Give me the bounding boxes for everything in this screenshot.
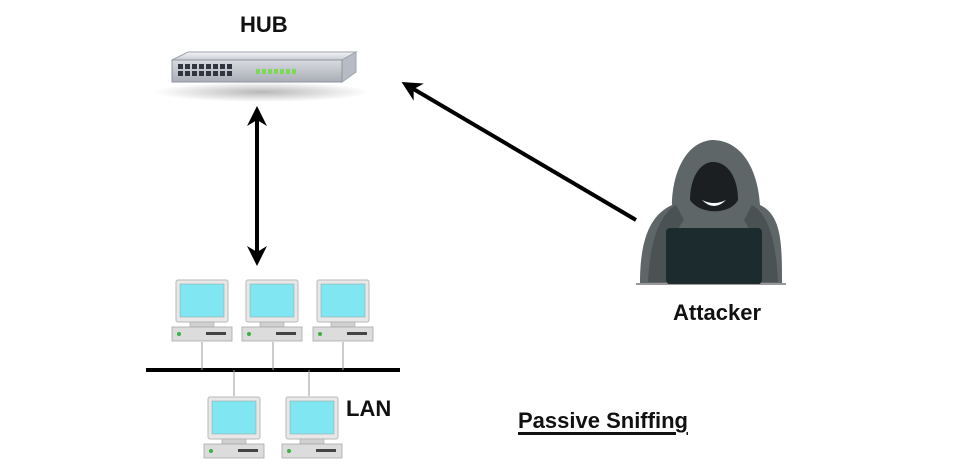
lan-label: LAN — [346, 396, 392, 421]
computer-icon — [171, 279, 233, 342]
computer-icon — [203, 396, 265, 459]
hub-label: HUB — [240, 12, 288, 37]
attacker-label: Attacker — [673, 300, 762, 325]
hacker-icon — [636, 140, 786, 285]
diagram-caption: Passive Sniffing — [518, 408, 688, 433]
lan-bus — [146, 342, 400, 396]
computer-icon — [281, 396, 343, 459]
hub-icon — [154, 51, 370, 102]
computer-icon — [312, 279, 374, 342]
attacker-hub-arrow — [401, 81, 638, 222]
computer-icon — [241, 279, 303, 342]
